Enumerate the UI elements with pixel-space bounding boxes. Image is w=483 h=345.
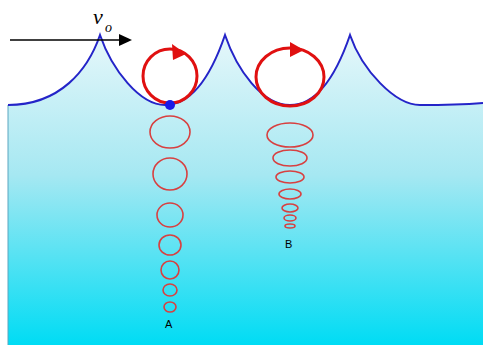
water-edge: [8, 105, 9, 345]
velocity-arrowhead: [119, 34, 132, 46]
water-body: [8, 35, 483, 345]
water-particle: [165, 100, 175, 110]
velocity-arrow: [10, 39, 122, 41]
orbit-arrowhead-b: [290, 42, 304, 57]
column-label: A: [165, 319, 172, 330]
column-label: B: [285, 239, 292, 250]
velocity-subscript: o: [105, 21, 112, 35]
orbits-b: [267, 123, 313, 228]
velocity-symbol: v: [93, 6, 103, 28]
wave-surface: [8, 35, 483, 105]
surface-orbit-a: [143, 49, 197, 103]
orbit-arrowhead-a: [172, 44, 186, 60]
orbits-a: [150, 116, 190, 312]
